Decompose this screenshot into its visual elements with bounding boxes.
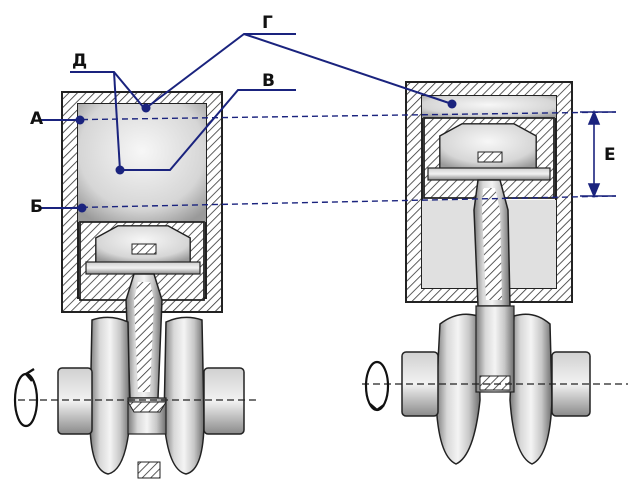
left-cylinder-space	[78, 104, 206, 222]
left-main-journal-right	[203, 367, 245, 435]
label-g: Г	[262, 13, 273, 33]
right-piston-pin-boss	[477, 151, 503, 163]
label-b: Б	[30, 197, 43, 217]
left-piston-pin-boss	[131, 243, 157, 255]
bdc-reference-line	[51, 195, 617, 209]
right-crank-web-left	[435, 313, 481, 465]
right-crank-web-right	[509, 313, 553, 465]
tdc-reference-line	[51, 111, 617, 121]
label-a: А	[30, 109, 44, 129]
left-rotation-arrow-icon	[13, 367, 39, 428]
label-d: Д	[72, 51, 87, 71]
left-main-journal-left	[57, 367, 93, 435]
label-v: В	[262, 71, 275, 91]
leader-lines	[70, 33, 453, 171]
left-crank-web-right	[163, 316, 205, 475]
right-engine-assembly	[362, 81, 628, 465]
leader-dots	[75, 99, 457, 213]
label-e: Е	[604, 145, 616, 165]
stroke-dimension	[587, 109, 601, 199]
left-piston-pin	[85, 261, 201, 275]
left-engine-assembly	[13, 91, 256, 479]
right-piston-pin	[427, 167, 551, 181]
right-rotation-arrow-icon	[364, 360, 390, 412]
left-crank-web-left	[89, 316, 131, 475]
